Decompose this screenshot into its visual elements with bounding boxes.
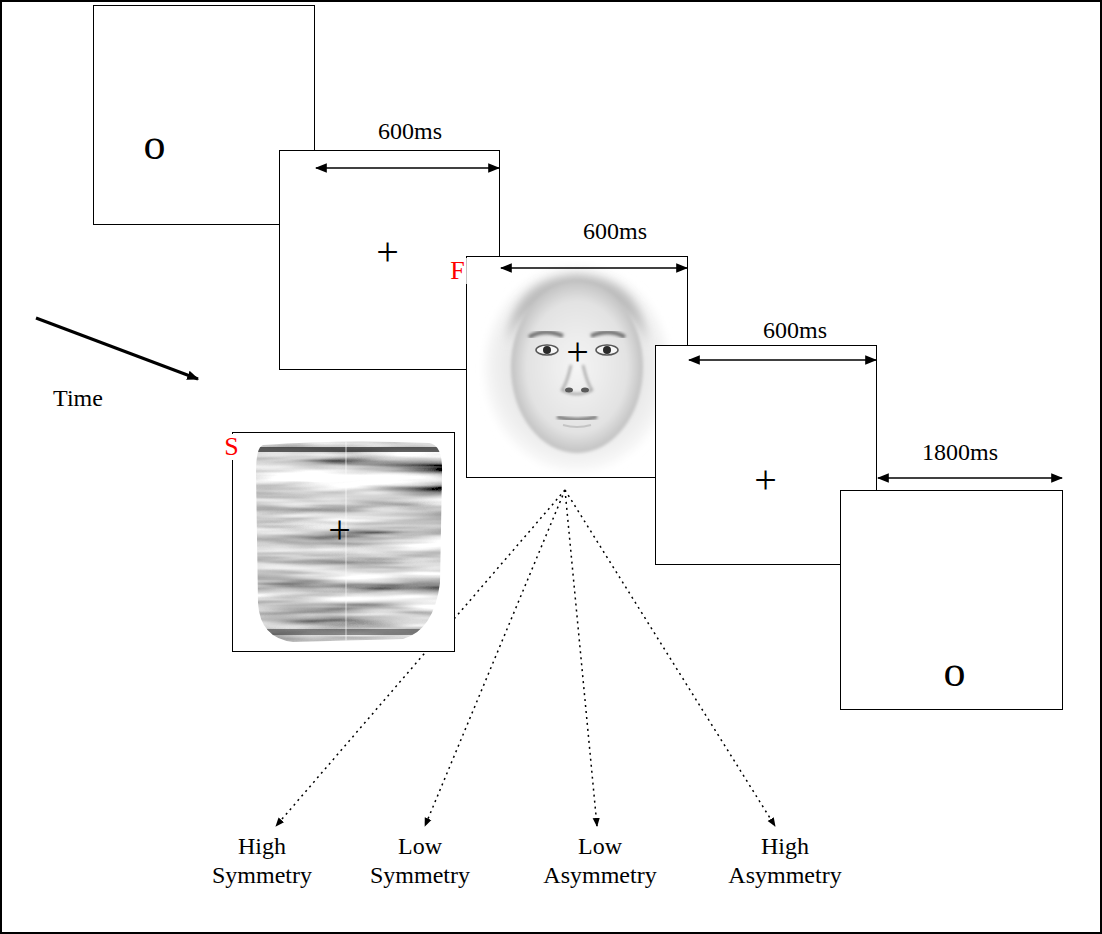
condition-tag: F — [448, 258, 466, 284]
screen-frame: o — [840, 490, 1063, 710]
screen-letter: o — [144, 123, 166, 167]
condition-label: Low Asymmetry — [543, 832, 656, 890]
fixation-cross: + — [566, 332, 589, 372]
screen-frame: S+ — [232, 432, 455, 652]
duration-label: 600ms — [378, 117, 442, 146]
fixation-cross: + — [754, 460, 777, 500]
condition-label: Low Symmetry — [370, 832, 470, 890]
screen-letter: o — [944, 650, 966, 694]
condition-label: High Asymmetry — [728, 832, 841, 890]
condition-label: High Symmetry — [212, 832, 312, 890]
duration-label: 600ms — [583, 217, 647, 246]
axis-label: Time — [53, 384, 103, 413]
time-arrow — [36, 318, 198, 379]
condition-tag: S — [222, 434, 240, 460]
fixation-cross: + — [376, 232, 399, 272]
fixation-cross: + — [328, 510, 351, 550]
duration-label: 1800ms — [922, 438, 998, 467]
duration-label: 600ms — [763, 316, 827, 345]
